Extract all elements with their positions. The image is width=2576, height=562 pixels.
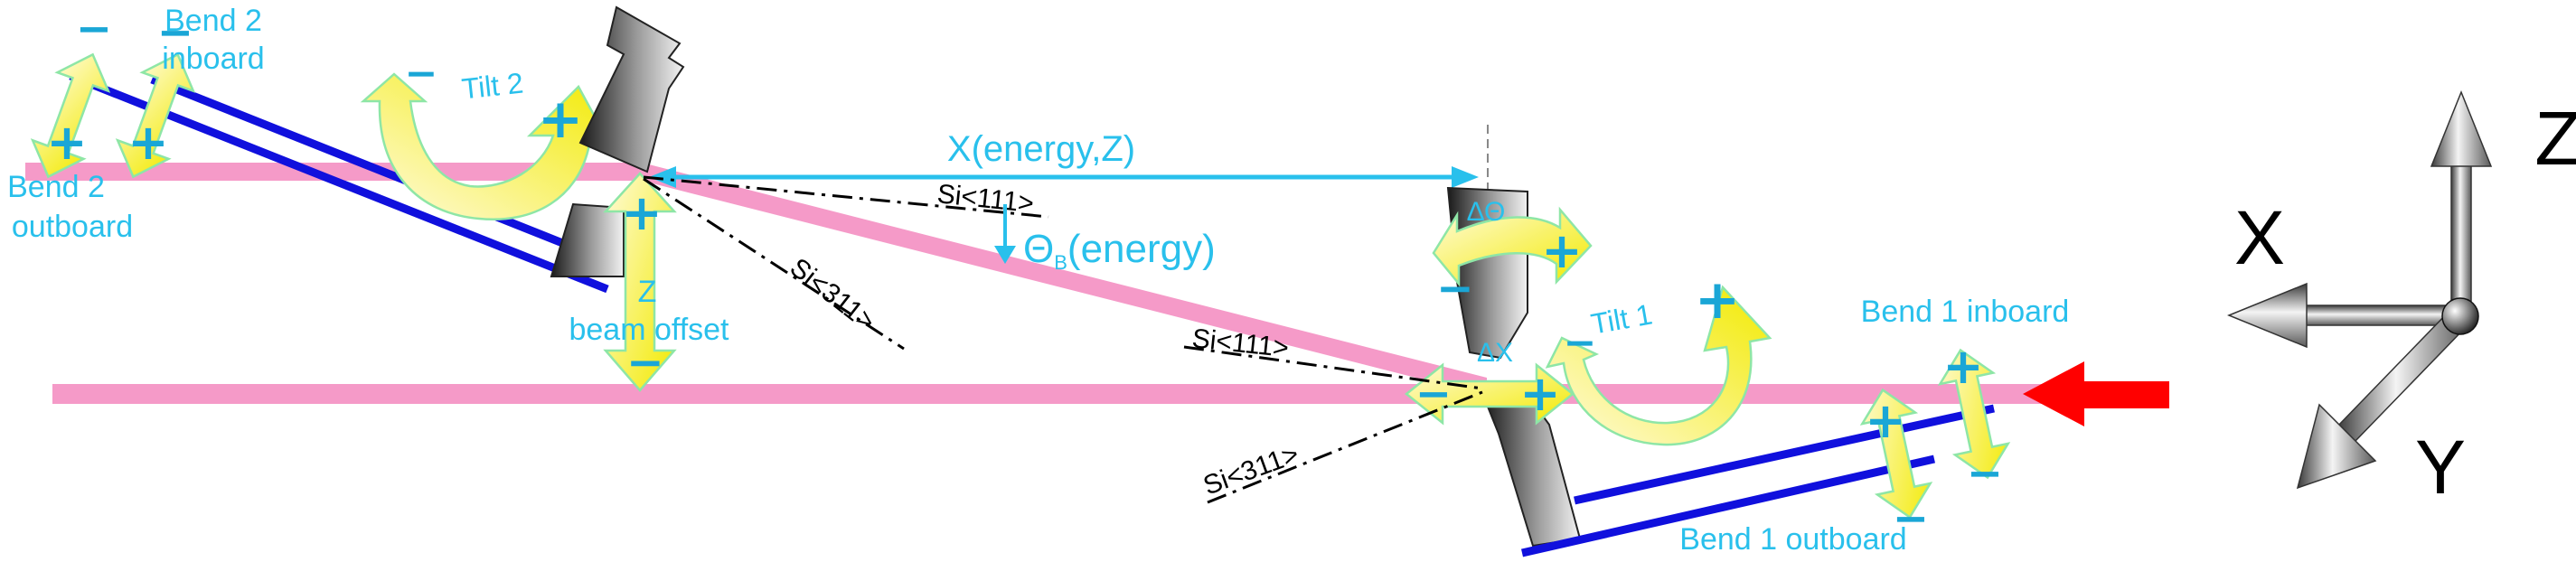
bend2-outboard-plus: + <box>46 114 87 171</box>
si111-upper-label: Si<111> <box>935 179 1035 219</box>
si-reference-lines-upper <box>643 175 1049 351</box>
tilt1-curved-arrow: − + <box>1545 268 1772 446</box>
bend2-inboard-arrow: − + <box>106 7 205 188</box>
beam-offset-label: beam offset <box>569 313 729 347</box>
axis-z-label: Z <box>2534 96 2576 181</box>
theta-b-symbol: Θ <box>1023 227 1054 271</box>
bend1-inboard-plus: + <box>1942 338 1983 395</box>
bend2-inboard-plus: + <box>127 114 168 171</box>
bend2-inboard-label: Bend 2 <box>165 4 262 38</box>
incoming-beam-arrow-icon <box>2023 361 2169 426</box>
beam-diffracted <box>649 164 1487 396</box>
bend1-bender-rods <box>1520 404 1995 557</box>
delta-x-label: ΔX <box>1477 338 1513 368</box>
bend1-outboard-plus: + <box>1865 392 1905 449</box>
bend1-outboard-arrow: + − <box>1855 383 1938 544</box>
bend2-inboard-label-2: inboard <box>162 42 264 76</box>
tilt1-label: Tilt 1 <box>1588 298 1654 341</box>
beam-lower <box>52 384 2169 404</box>
si311-lower-label: Si<311> <box>1199 439 1302 501</box>
x-energy-z-label: X(energy,Z) <box>947 129 1135 169</box>
theta-b-subscript: B <box>1054 251 1067 274</box>
si311-upper-label: Si<311> <box>785 253 881 337</box>
z-offset-plus: + <box>621 184 662 241</box>
axis-z-arrow <box>2430 89 2493 315</box>
bend1-inboard-arrow: + − <box>1932 338 2016 499</box>
bend1-inboard-label: Bend 1 inboard <box>1861 295 2070 329</box>
delta-theta-minus: − <box>1436 262 1474 314</box>
bend2-outboard-label-2: outboard <box>12 210 133 244</box>
tilt2-plus: + <box>538 88 583 151</box>
axis-origin-ball <box>2441 297 2479 335</box>
axis-x-arrow <box>2227 282 2459 349</box>
crystal-2-upper-block <box>578 5 685 173</box>
theta-b-arrow <box>994 204 1016 264</box>
delta-theta-plus: + <box>1541 222 1582 279</box>
bend1-outboard-minus: − <box>1893 493 1929 544</box>
si-reference-lines-lower <box>1183 345 1483 504</box>
z-beam-offset-arrow: + − <box>603 172 677 392</box>
axis-y-label: Y <box>2415 425 2466 510</box>
x-distance-dimension <box>649 125 1489 193</box>
coordinate-axes <box>2227 89 2493 490</box>
axis-x-label: X <box>2234 195 2285 280</box>
theta-b-label: ΘB(energy) <box>1023 227 1216 274</box>
tilt1-minus: − <box>1564 320 1597 366</box>
bend2-outboard-minus: − <box>76 4 112 54</box>
crystal-2-lower-block <box>550 202 625 277</box>
tilt1-plus: + <box>1695 268 1740 332</box>
z-offset-label: Z <box>638 275 657 309</box>
delta-x-arrow: − + <box>1404 362 1575 426</box>
delta-theta-label: ΔΘ <box>1467 197 1506 227</box>
bend2-inboard-minus: − <box>157 7 193 58</box>
beam-upper <box>25 163 649 181</box>
tilt2-label: Tilt 2 <box>460 67 525 106</box>
tilt2-curved-arrow: − + <box>360 51 614 221</box>
delta-theta-arrow: − + <box>1432 206 1593 314</box>
bend1-inboard-minus: − <box>1967 448 2003 499</box>
theta-b-text: (energy) <box>1067 227 1216 271</box>
tilt2-minus: − <box>405 51 438 97</box>
z-offset-minus: − <box>626 336 664 389</box>
delta-x-plus: + <box>1519 365 1560 422</box>
bend2-outboard-label: Bend 2 <box>7 170 105 204</box>
bend1-outboard-label: Bend 1 outboard <box>1679 522 1906 557</box>
bend2-outboard-arrow: − + <box>21 4 120 188</box>
